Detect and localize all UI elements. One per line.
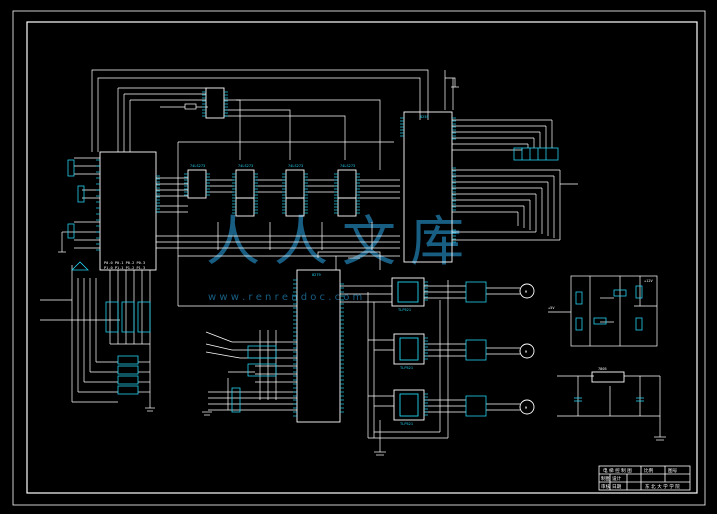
svg-text:M: M: [525, 290, 528, 294]
svg-text:P1.0 P1.1 P1.2 P1.3: P1.0 P1.1 P1.2 P1.3: [104, 266, 145, 270]
watermark-url: w w w . r e n r e n d o c . c o m: [208, 292, 362, 303]
svg-text:M: M: [525, 406, 528, 410]
sheet-frame: [12, 10, 706, 506]
title-block-title: 电 梯 控 制 图: [603, 467, 632, 474]
pin-ticks: [96, 91, 456, 417]
motor-2: M: [519, 343, 535, 359]
svg-text:+5V: +5V: [548, 306, 555, 310]
motor-1: M: [519, 283, 535, 299]
motor-group: M M M: [519, 283, 535, 415]
passives: [67, 147, 644, 417]
title-block-reviewer: 审核: [601, 483, 611, 490]
svg-text:8279: 8279: [312, 273, 321, 277]
title-block-designer: 设计: [612, 475, 622, 482]
mcu: [99, 151, 157, 271]
latch-1: [187, 169, 207, 199]
svg-text:TLP521: TLP521: [398, 308, 411, 312]
title-block-drawing-no: 图号: [668, 468, 678, 474]
svg-text:74LS273: 74LS273: [288, 164, 303, 168]
svg-text:TLP521: TLP521: [400, 422, 413, 426]
svg-text:74LS273: 74LS273: [190, 164, 205, 168]
driver-ic: [296, 269, 341, 423]
component-labels: 74LS273 74LS273 74LS273 74LS273 8279 825…: [190, 115, 653, 426]
svg-text:M: M: [525, 350, 528, 354]
svg-text:P0.0 P0.1 P0.2 P0.3: P0.0 P0.1 P0.2 P0.3: [104, 261, 145, 265]
opto-3: [393, 389, 425, 421]
title-block-date: 日期: [612, 484, 622, 490]
svg-text:+12V: +12V: [644, 279, 653, 283]
controller-ic: [403, 111, 453, 263]
motor-3: M: [519, 399, 535, 415]
svg-text:8255: 8255: [420, 115, 429, 119]
title-block-scale: 比例: [644, 467, 654, 474]
ic-group: P0.0 P0.1 P0.2 P0.3 P1.0 P1.1 P1.2 P1.3: [99, 87, 625, 423]
opto-1: [391, 277, 425, 307]
title-block: [598, 465, 691, 491]
svg-text:TLP521: TLP521: [400, 366, 413, 370]
watermark: 人人文库 w w w . r e n r e n d o c . c o m: [206, 210, 478, 303]
title-block-drafter: 制图: [601, 475, 611, 482]
watermark-logo: 人人文库: [206, 210, 478, 273]
svg-text:74LS273: 74LS273: [340, 164, 355, 168]
svg-text:74LS273: 74LS273: [238, 164, 253, 168]
svg-text:7805: 7805: [598, 367, 607, 371]
opto-2: [393, 333, 425, 365]
title-block-subtitle: 东 北 大 学 学 院: [645, 483, 680, 490]
